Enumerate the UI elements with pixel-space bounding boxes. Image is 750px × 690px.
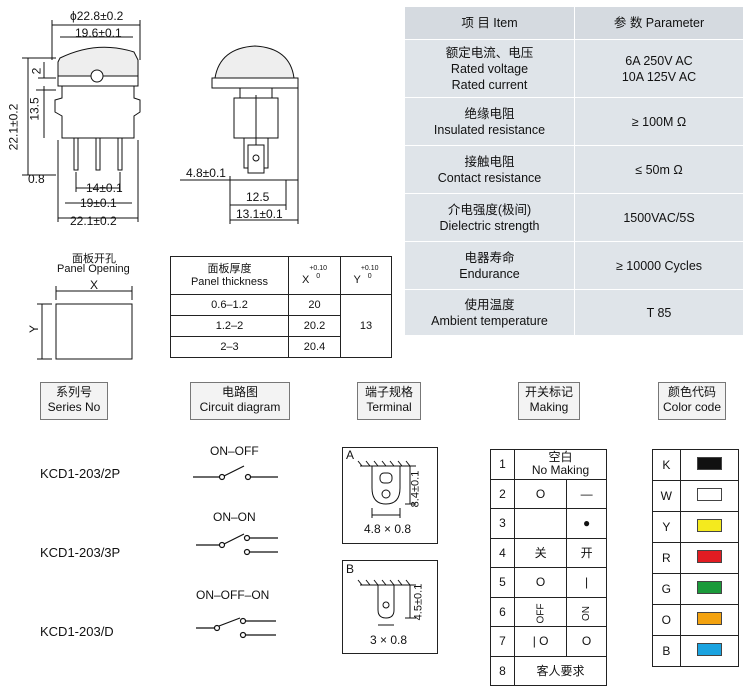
param-header-item: 项 目 Item — [404, 6, 575, 40]
color-row: G — [652, 573, 740, 605]
dim-19: 19±0.1 — [80, 196, 117, 210]
color-swatch — [696, 581, 722, 594]
series-item: KCD1-203/2P — [40, 466, 121, 481]
terminal-b-size: 3 × 0.8 — [370, 633, 408, 647]
dim-22-1-bottom: 22.1±0.2 — [70, 214, 117, 228]
color-row: B — [652, 635, 740, 667]
color-row: O — [652, 604, 740, 636]
dim-14: 14±0.1 — [86, 181, 123, 195]
color-swatch — [696, 612, 722, 625]
terminal-a-label: A — [346, 448, 355, 462]
dim-12-5: 12.5 — [246, 190, 270, 204]
color-row: Y — [652, 511, 740, 543]
dim-4-8: 4.8±0.1 — [186, 166, 226, 180]
thickness-row: 2–3 20.4 — [170, 336, 392, 358]
thickness-row: 0.6–1.2 20 13 — [170, 294, 392, 358]
series-item: KCD1-203/D — [40, 624, 114, 639]
series-item: KCD1-203/3P — [40, 545, 121, 560]
terminal-b-label: B — [346, 562, 355, 576]
color-swatch — [696, 643, 722, 656]
panel-opening-label-en: Panel Opening — [57, 263, 130, 275]
param-header-parameter: 参 数 Parameter — [574, 6, 744, 40]
panel-opening-label-cn: 面板开孔 — [72, 253, 116, 265]
dim-overall-width: ϕ22.8±0.2 — [70, 9, 124, 23]
circuit-label: ON–OFF–ON — [196, 588, 270, 602]
color-swatch — [696, 550, 722, 563]
circuit-label: ON–ON — [213, 510, 256, 524]
color-row: K — [652, 449, 740, 481]
color-swatch — [696, 457, 722, 470]
panel-x-label: X — [90, 278, 99, 292]
dim-13-1: 13.1±0.1 — [236, 207, 283, 221]
dim-inner-width: 19.6±0.1 — [75, 26, 122, 40]
param-row: 介电强度(极间)Dielectric strength 1500VAC/5S — [404, 193, 744, 242]
color-swatch — [696, 519, 722, 532]
circuit-label: ON–OFF — [210, 444, 259, 458]
making-row: 3● — [490, 508, 607, 539]
terminal-a-size: 4.8 × 0.8 — [364, 522, 412, 536]
color-code-table: K W Y R G O B — [652, 449, 740, 667]
color-swatch — [696, 488, 722, 501]
terminal-b-box — [342, 560, 438, 654]
thickness-row: 1.2–2 20.2 — [170, 315, 392, 337]
terminal-a-box — [342, 447, 438, 544]
color-row: W — [652, 480, 740, 512]
color-row: R — [652, 542, 740, 574]
dim-0-8: 0.8 — [28, 172, 45, 186]
